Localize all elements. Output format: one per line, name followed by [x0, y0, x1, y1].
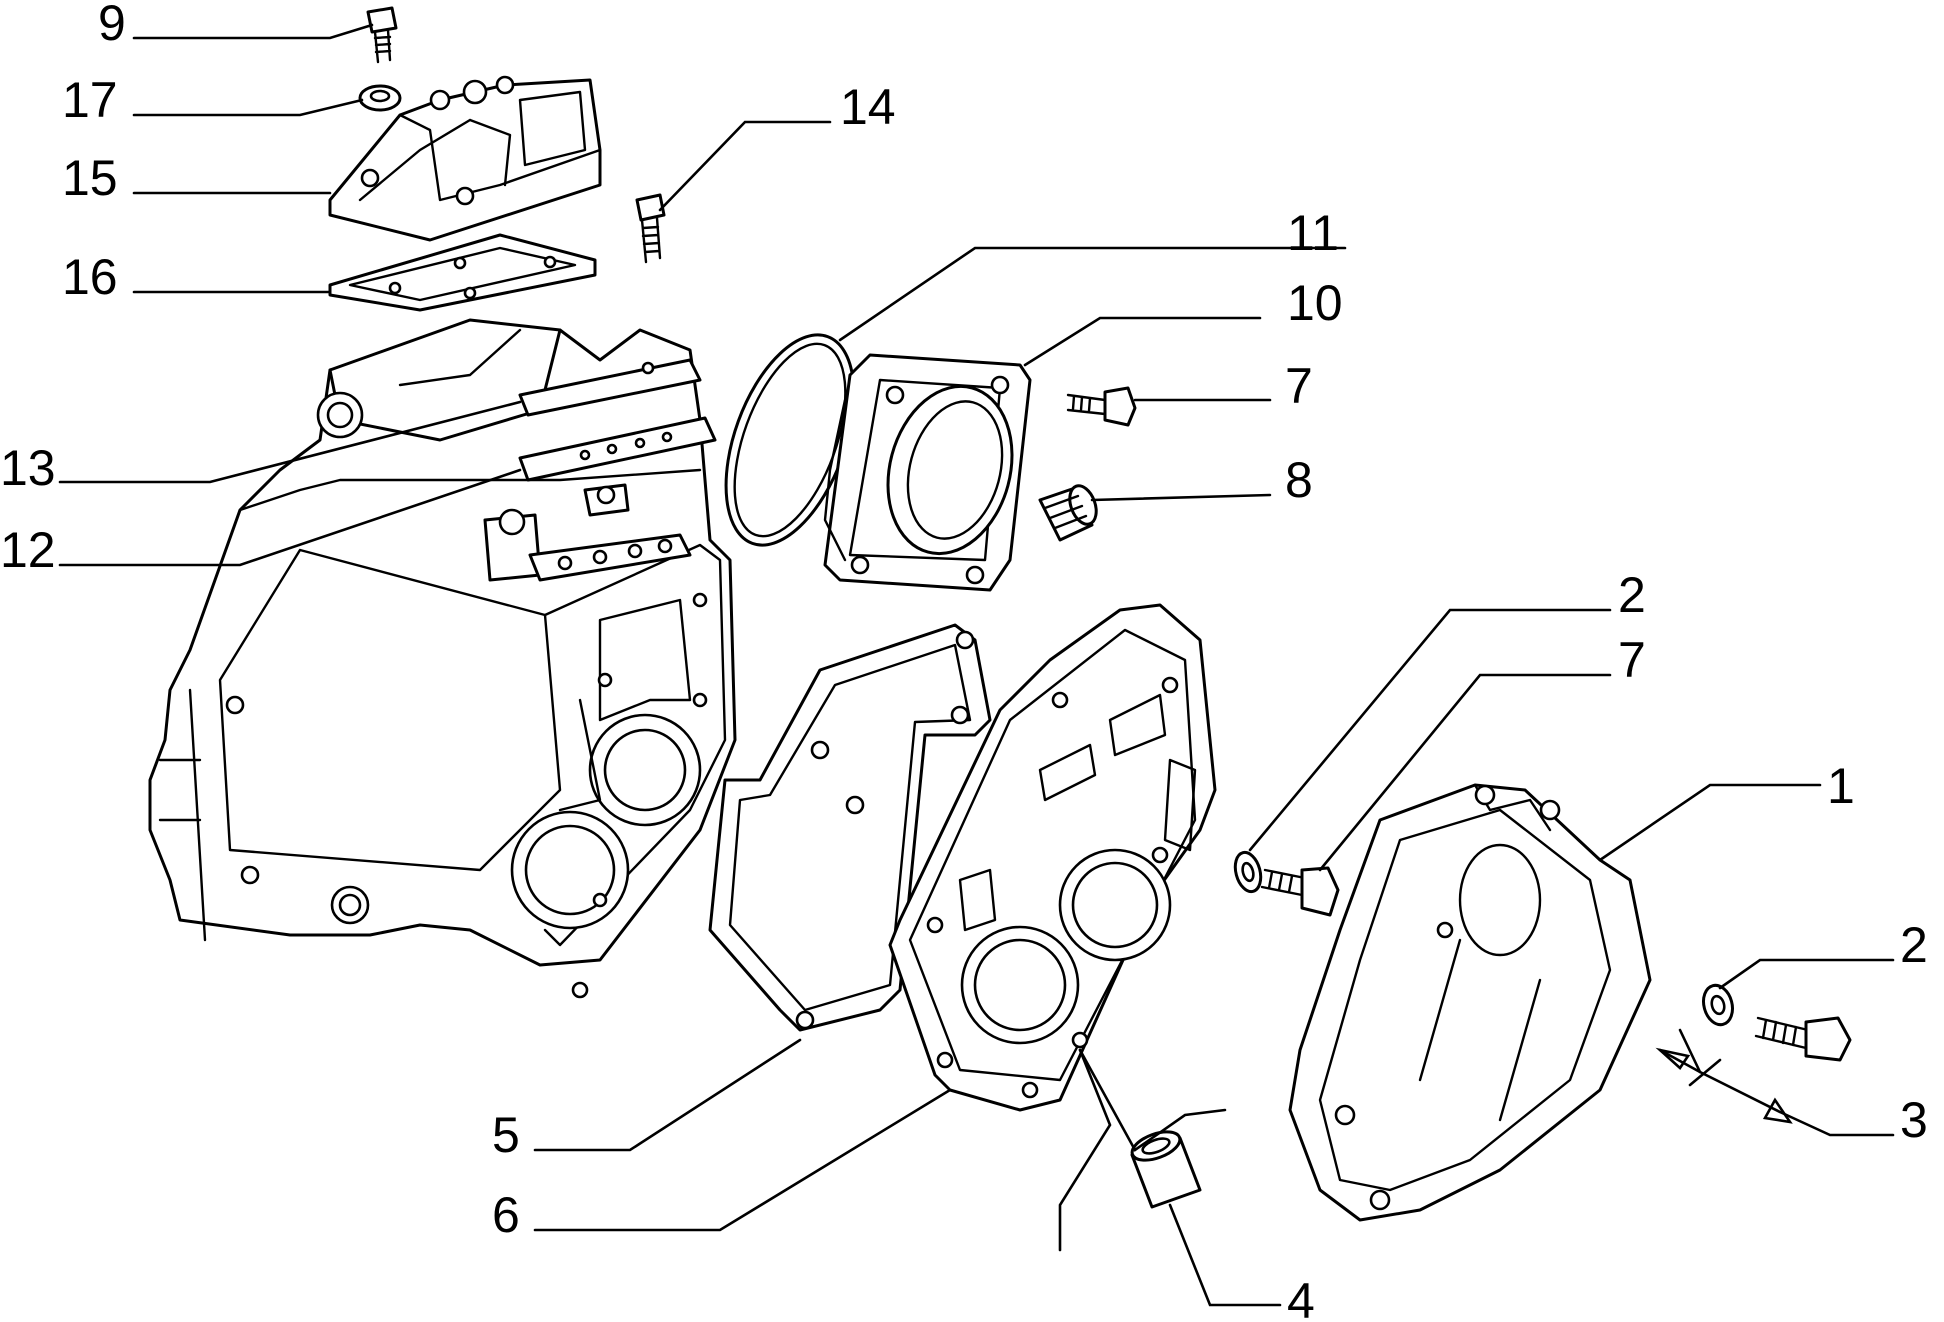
dowel-4: [1130, 1130, 1202, 1209]
washer-2-left: [1233, 850, 1263, 894]
bolt-7-upper: [1066, 386, 1137, 427]
callout-15: 15: [62, 150, 118, 206]
callout-6: 6: [492, 1187, 520, 1243]
callout-2-lower: 2: [1900, 917, 1928, 973]
callout-13: 13: [0, 440, 56, 496]
intermediate-plate-6: [888, 603, 1217, 1112]
callout-14: 14: [840, 79, 896, 135]
gasket-5: [708, 623, 992, 1032]
callout-8: 8: [1285, 452, 1313, 508]
flange-housing-10: [823, 353, 1032, 592]
callout-9: 9: [98, 0, 126, 51]
callout-7-lower: 7: [1618, 632, 1646, 688]
callout-7-upper: 7: [1285, 358, 1313, 414]
shim-plate-12: [518, 416, 717, 482]
callout-2-upper: 2: [1618, 567, 1646, 623]
callout-11: 11: [1287, 205, 1339, 261]
callout-10: 10: [1287, 275, 1343, 331]
bolt-3: [1754, 1016, 1852, 1062]
selector-cover: [328, 75, 602, 242]
washer-17: [358, 84, 402, 112]
callout-12: 12: [0, 522, 56, 578]
callout-1: 1: [1827, 758, 1855, 814]
bolt-7-lower: [1260, 866, 1340, 917]
rear-cover-1: [1288, 783, 1652, 1222]
callout-4: 4: [1287, 1273, 1315, 1322]
shim-plate-13: [518, 358, 702, 417]
cover-gasket: [328, 233, 597, 312]
callout-16: 16: [62, 249, 118, 305]
bolt-9: [366, 6, 398, 64]
gearbox-housing: [148, 318, 737, 999]
callout-17: 17: [62, 72, 118, 128]
callout-3: 3: [1900, 1092, 1928, 1148]
bolt-14: [635, 193, 666, 264]
leader-lines: [58, 23, 1895, 1307]
washer-2-right: [1702, 983, 1734, 1027]
callout-5: 5: [492, 1107, 520, 1163]
plug-8: [1038, 484, 1098, 542]
